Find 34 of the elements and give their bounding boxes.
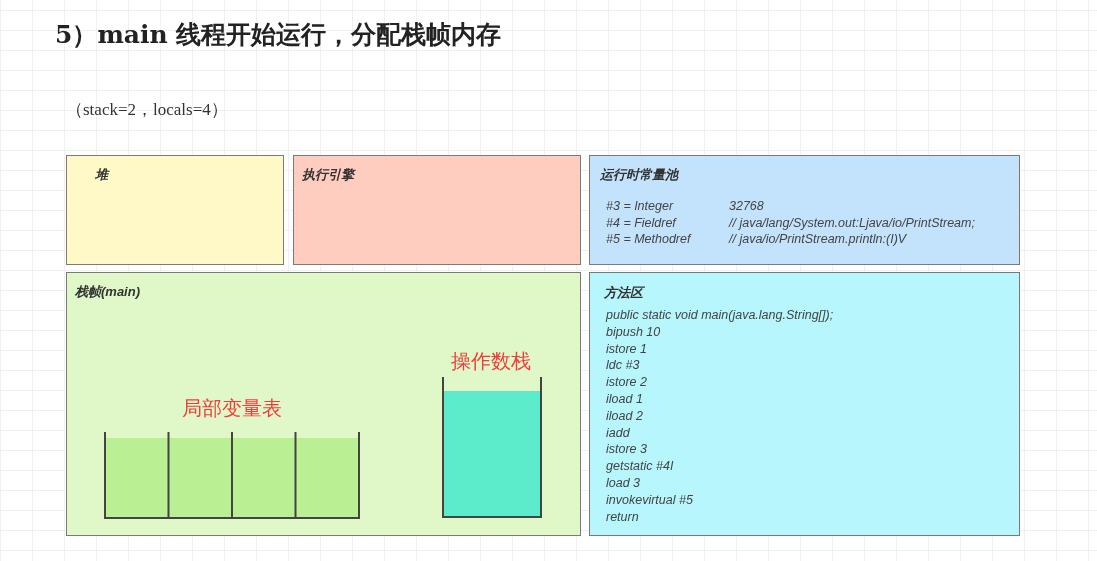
code-line: return [606, 509, 639, 524]
heading: 执行引擎 [302, 166, 354, 184]
constant-value: // java/io/PrintStream.println:(I)V [729, 232, 907, 246]
heap-box [66, 155, 284, 265]
code-line: istore 3 [606, 442, 647, 457]
constant-entry: #3 = Integer [606, 199, 674, 213]
table-label: 局部变量表 [181, 395, 283, 422]
constant-entry: #4 = Fieldref [606, 215, 676, 230]
constant-value: 32768 [729, 199, 764, 213]
stack-label: 操作数栈 [450, 348, 532, 375]
constant-pool-box [589, 155, 1020, 265]
heading: 方法区 [604, 284, 643, 302]
code-line: public static void main(java.lang.String[]); [606, 308, 834, 322]
title: 5）main 线程开始运行，分配栈帧内存 [55, 19, 502, 51]
note: （stack=2，locals=4） [66, 99, 228, 121]
heading: 运行时常量池 [600, 166, 678, 184]
code-line: ldc #3 [606, 358, 640, 373]
code-line: istore 2 [606, 375, 647, 390]
code-line: bipush 10 [606, 324, 661, 339]
heading: 堆 [95, 166, 108, 184]
code-line: iload 2 [606, 408, 643, 423]
code-line: invokevirtual #5 [606, 492, 693, 507]
engine-box [293, 155, 581, 265]
local-variable-table [104, 395, 360, 519]
stack-frame-box [66, 272, 581, 536]
method-area-box [589, 272, 1020, 536]
constant-entry: #5 = Methodref [606, 232, 691, 246]
code-line: load 3 [606, 476, 641, 490]
code-line: getstatic #4I [606, 459, 674, 474]
constant-value: // java/lang/System.out:Ljava/io/PrintStream; [729, 215, 975, 230]
code-line: iload 1 [606, 392, 643, 406]
heading: 栈帧(main) [75, 283, 140, 301]
code-line: iadd [606, 425, 630, 440]
code-line: istore 1 [606, 341, 647, 356]
